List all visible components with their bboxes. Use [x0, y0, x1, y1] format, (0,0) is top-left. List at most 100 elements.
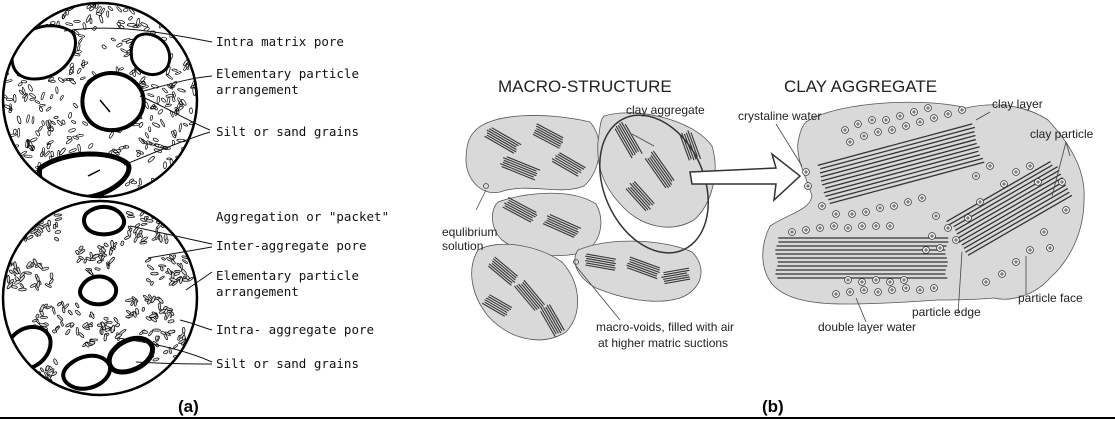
elementary-particle — [45, 365, 49, 371]
elementary-particle — [177, 88, 186, 93]
ion — [1041, 229, 1048, 236]
elementary-particle — [16, 116, 21, 125]
elementary-particle — [142, 189, 149, 193]
elementary-particle — [21, 80, 27, 83]
elementary-particle — [179, 184, 182, 192]
elementary-particle — [135, 232, 138, 238]
elementary-particle — [65, 22, 73, 26]
elementary-particle — [128, 16, 133, 21]
elementary-particle — [77, 144, 81, 152]
elementary-particle — [18, 232, 23, 236]
elementary-particle — [118, 20, 125, 24]
ion — [1059, 179, 1066, 186]
elementary-particle — [103, 242, 108, 247]
ion — [959, 107, 966, 114]
elementary-particle — [138, 137, 145, 144]
title-macro-structure: MACRO-STRUCTURE — [498, 77, 672, 96]
elementary-particle — [165, 316, 167, 320]
ion — [965, 215, 972, 222]
elementary-particle — [187, 178, 193, 187]
elementary-particle — [172, 97, 176, 102]
elementary-particle — [14, 191, 18, 196]
label-elementary-particle-top: Elementary particle — [216, 66, 359, 81]
elementary-particle — [179, 123, 182, 132]
elementary-particle — [65, 329, 71, 336]
elementary-particle — [168, 319, 175, 323]
elementary-particle — [165, 104, 172, 107]
ion — [845, 225, 852, 232]
ion — [817, 225, 824, 232]
elementary-particle — [153, 357, 160, 361]
ion — [887, 279, 894, 286]
elementary-particle — [82, 60, 85, 68]
elementary-particle — [192, 160, 197, 167]
elementary-particle — [180, 157, 188, 161]
ion — [855, 121, 862, 128]
elementary-particle — [12, 358, 20, 363]
ion — [917, 287, 924, 294]
elementary-particle — [78, 332, 84, 338]
elementary-particle — [82, 121, 88, 126]
elementary-particle — [60, 321, 64, 327]
aggregate-1 — [466, 115, 599, 192]
elementary-particle — [19, 288, 27, 291]
elementary-particle — [174, 272, 180, 276]
elementary-particle — [115, 323, 120, 328]
elementary-particle — [4, 144, 10, 150]
ion — [977, 199, 984, 206]
elementary-particle — [145, 144, 148, 150]
ion — [805, 183, 812, 190]
elementary-particle — [163, 162, 166, 169]
elementary-particle — [55, 217, 62, 221]
elementary-particle — [160, 331, 165, 335]
elementary-particle — [163, 17, 167, 22]
title-clay-aggregate: CLAY AGGREGATE — [784, 77, 937, 96]
label-particle-face: particle face — [1018, 291, 1083, 305]
ion — [911, 109, 918, 116]
elementary-particle — [119, 146, 127, 150]
label-elementary-particle-bottom: Elementary particle — [216, 268, 359, 283]
elementary-particle — [35, 210, 41, 214]
ion — [842, 127, 849, 134]
ion — [875, 129, 882, 136]
elementary-particle — [48, 120, 51, 127]
elementary-particle — [16, 12, 25, 18]
elementary-particle — [19, 28, 24, 32]
elementary-particle — [39, 107, 44, 112]
elementary-particle — [116, 42, 122, 47]
elementary-particle — [26, 374, 30, 379]
label-silt-sand-top: Silt or sand grains — [216, 124, 359, 139]
elementary-particle — [140, 22, 148, 28]
ion — [933, 213, 940, 220]
label-macro-voids-2: at higher matric suctions — [598, 336, 728, 350]
elementary-particle — [97, 260, 102, 263]
elementary-particle — [127, 24, 136, 27]
elementary-particle — [14, 365, 19, 369]
ion — [883, 117, 890, 124]
elementary-particle — [30, 98, 36, 101]
elementary-particle — [17, 28, 23, 34]
elementary-particle — [58, 77, 65, 83]
ion — [923, 247, 930, 254]
label-arrangement-bottom: arrangement — [216, 284, 299, 299]
ion — [897, 113, 904, 120]
elementary-particle — [20, 189, 28, 191]
ion — [945, 111, 952, 118]
elementary-particle — [53, 190, 59, 195]
elementary-particle — [37, 277, 40, 282]
ion — [869, 117, 876, 124]
elementary-particle — [50, 94, 54, 99]
elementary-particle — [16, 212, 21, 218]
elementary-particle — [11, 148, 14, 155]
elementary-particle — [61, 301, 65, 307]
label-clay-particle: clay particle — [1030, 127, 1094, 141]
elementary-particle — [159, 235, 163, 243]
elementary-particle — [158, 109, 164, 115]
elementary-particle — [29, 189, 34, 193]
ion — [789, 229, 796, 236]
ion — [929, 233, 936, 240]
elementary-particle — [151, 272, 159, 275]
leader-silt-top-2 — [124, 132, 210, 165]
elementary-particle — [162, 88, 168, 94]
